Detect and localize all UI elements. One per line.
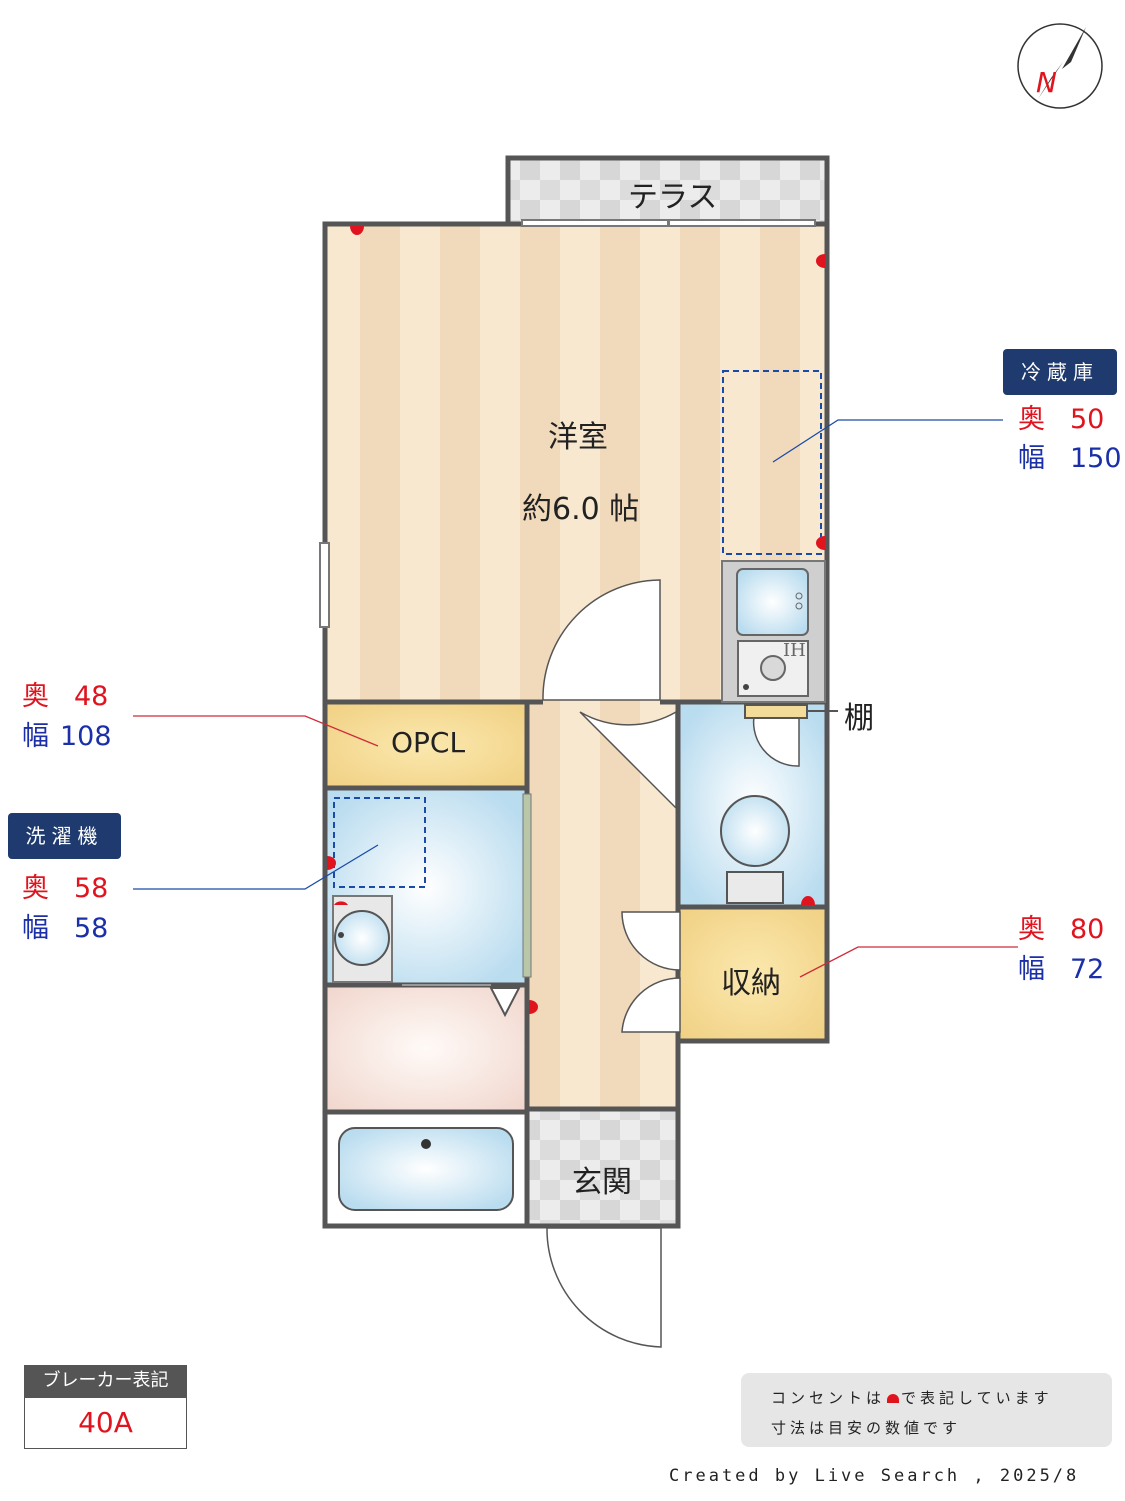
credit-text: Created by Live Search , 2025/8 (669, 1466, 1080, 1486)
washer-tag: 洗濯機 (8, 813, 121, 859)
refrigerator-space (722, 370, 822, 555)
terrace-window (521, 219, 816, 227)
western-room-size: 約6.0 帖 (522, 492, 640, 527)
washroom-sliding-door (522, 793, 532, 978)
toilet (720, 795, 790, 904)
note-line-2: 寸法は目安の数値です (771, 1419, 962, 1437)
kitchen-ih-label: IH (783, 640, 806, 661)
breaker-title: ブレーカー表記 (24, 1365, 187, 1397)
washer-space (333, 797, 426, 888)
refrigerator-tag: 冷蔵庫 (1003, 349, 1117, 395)
storage-floor (680, 907, 827, 1041)
walls (322, 221, 830, 1229)
leader-lines (133, 419, 1018, 978)
entrance-floor (527, 1109, 678, 1224)
outlets (327, 226, 825, 1014)
closet-floor (325, 704, 527, 788)
changing-room-floor (325, 985, 527, 1112)
door-marker (489, 987, 521, 1018)
shelf (744, 704, 808, 719)
legend-note: コンセントはで表記しています 寸法は目安の数値です (741, 1373, 1112, 1447)
western-room-label: 洋室 (548, 420, 608, 455)
kitchen-unit (721, 560, 826, 703)
bathtub (338, 1127, 514, 1211)
closet-label: OPCL (391, 726, 466, 759)
terrace-label: テラス (628, 180, 718, 215)
doors (542, 579, 800, 1348)
storage-label: 収納 (721, 966, 781, 1001)
entrance-label: 玄関 (572, 1165, 632, 1200)
side-window (319, 542, 330, 628)
breaker-value: 40A (24, 1397, 187, 1449)
note-line-1: コンセントはで表記しています (771, 1389, 1053, 1407)
washbasin (332, 895, 393, 983)
compass-north-label: N (1036, 66, 1057, 99)
compass-icon (1017, 23, 1103, 109)
outlet-icon (887, 1394, 900, 1403)
shelf-label: 棚 (844, 701, 874, 736)
